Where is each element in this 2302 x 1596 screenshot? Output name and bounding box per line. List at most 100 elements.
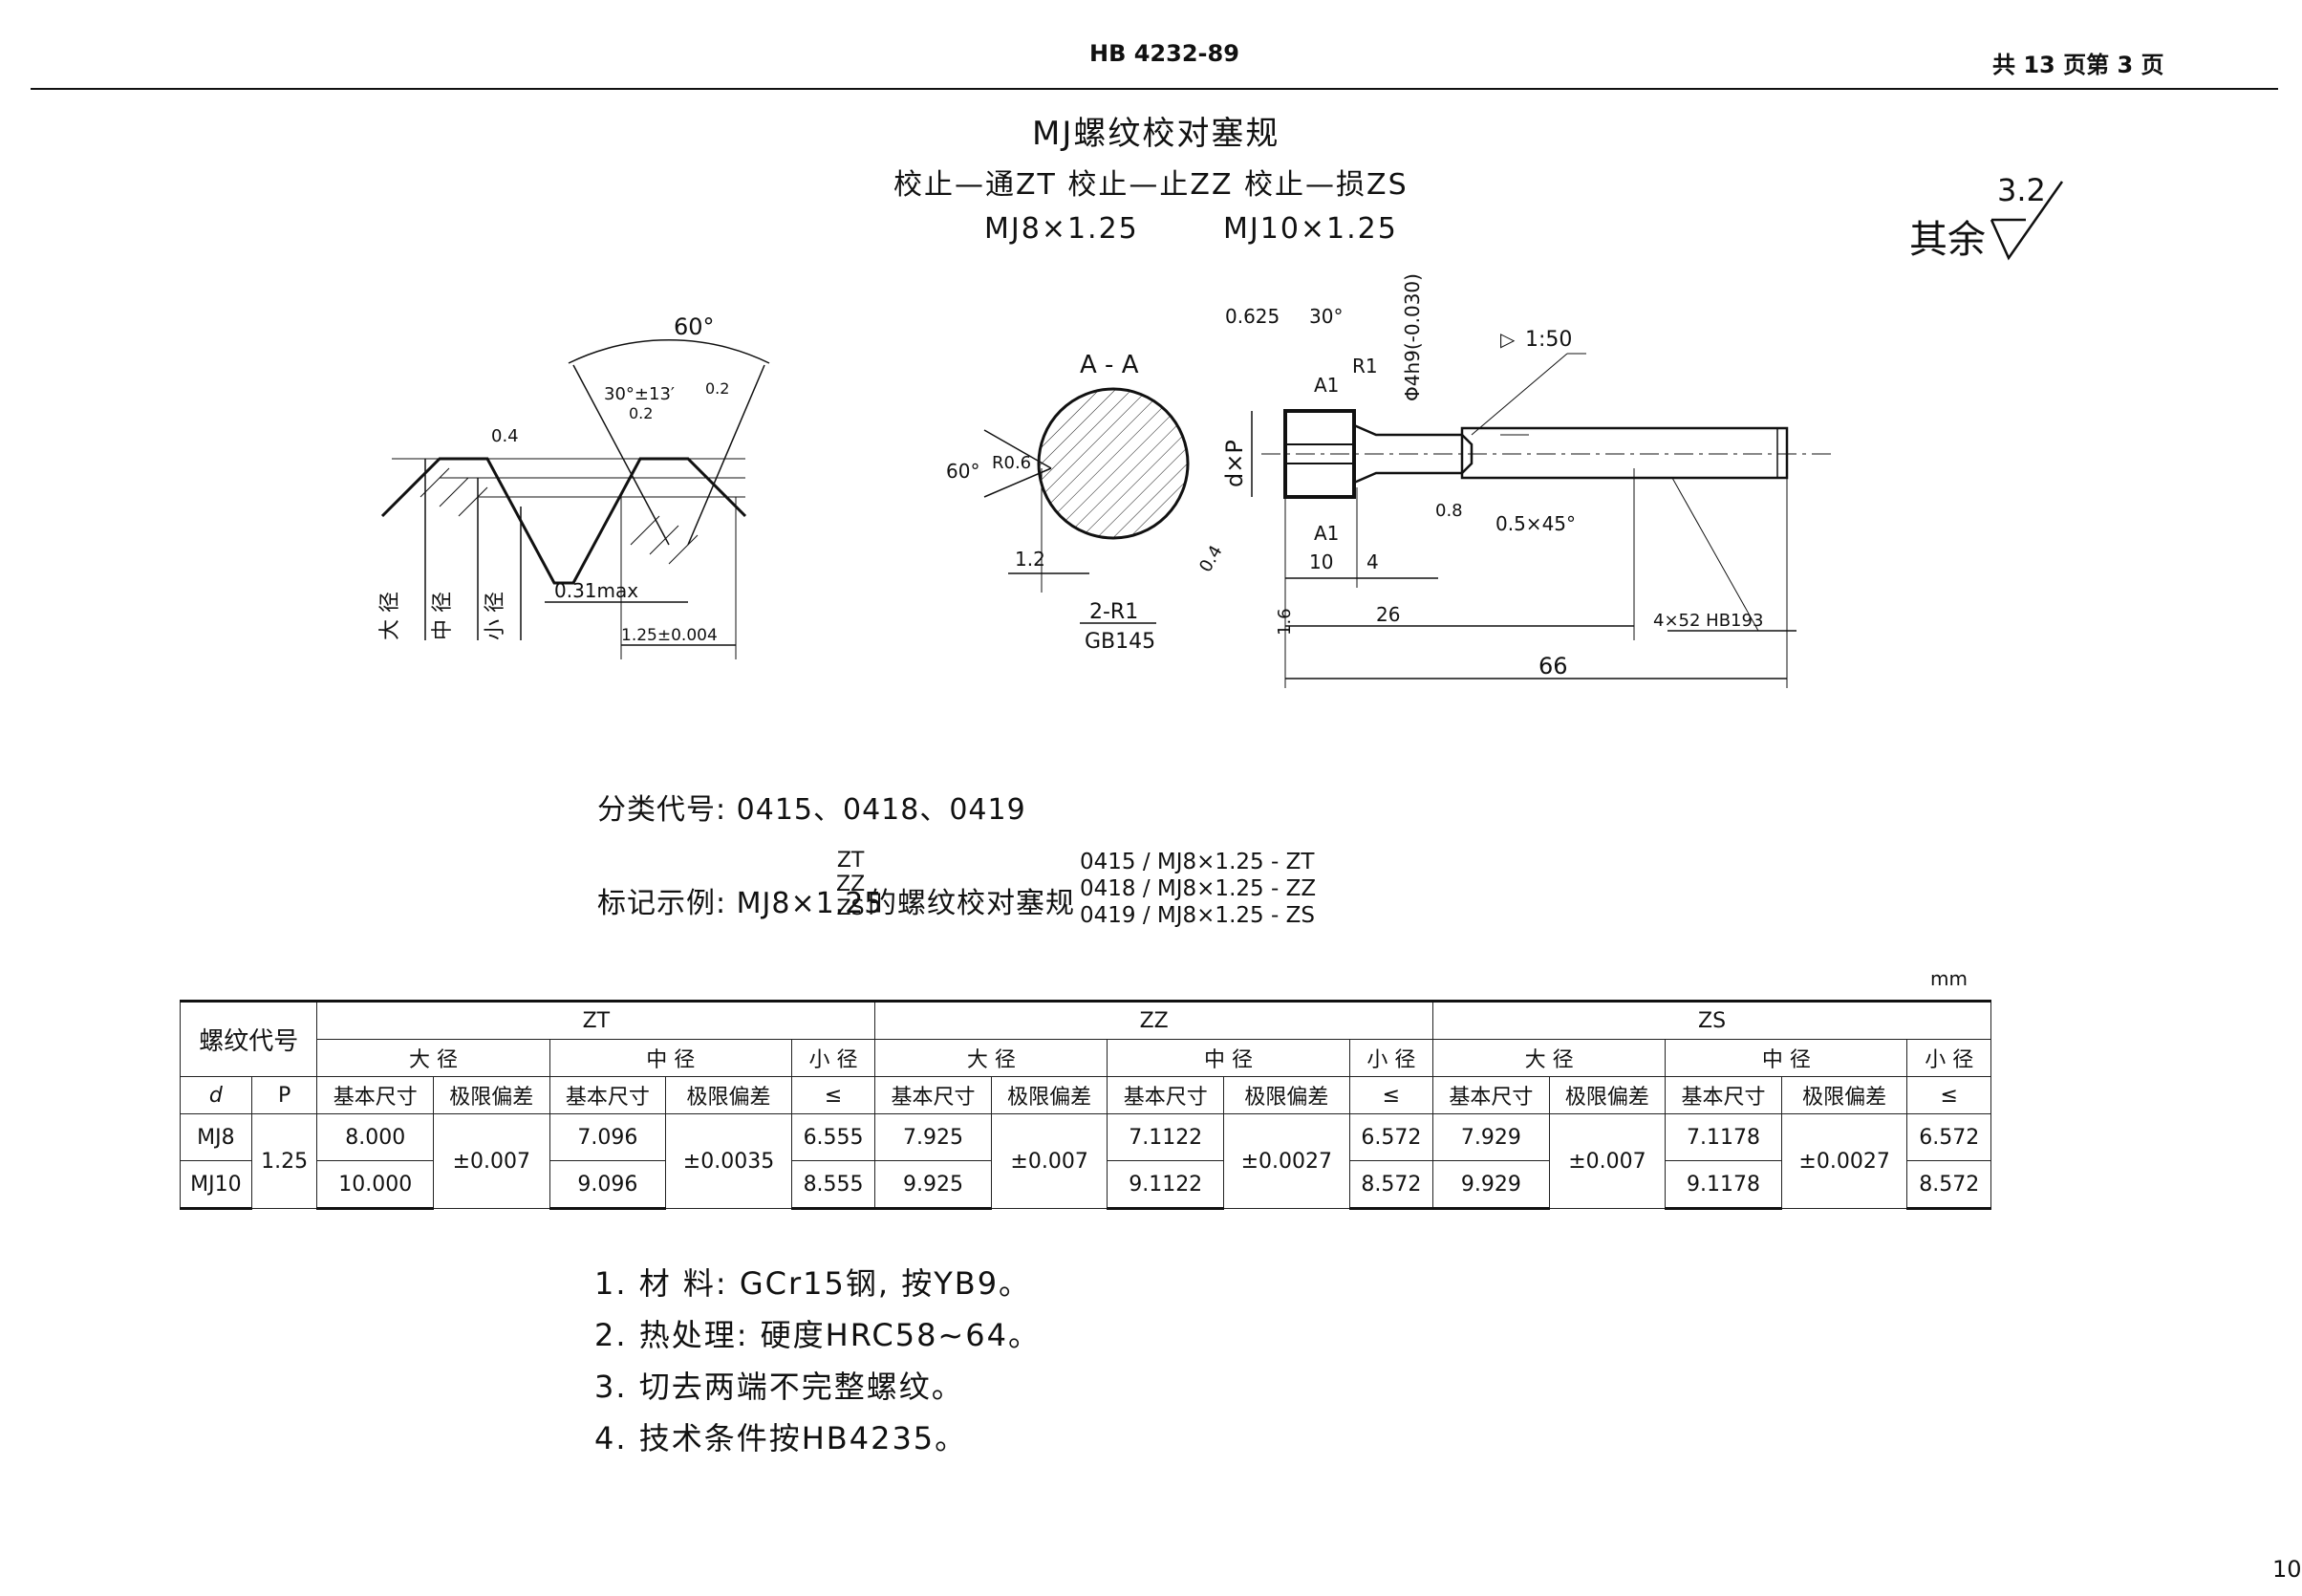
table-cell: 8.555 xyxy=(790,1160,876,1210)
table-cell: 7.929 xyxy=(1432,1113,1550,1161)
plug-d10: 10 xyxy=(1309,550,1333,573)
profile-ra-1: 0.2 xyxy=(629,404,653,422)
header-rule xyxy=(31,88,2278,90)
table-cell: MJ8 xyxy=(180,1113,252,1161)
roughness-symbol-icon xyxy=(1990,181,2064,261)
table-row: MJ8 1.25 8.000±0.007 7.096±0.0035 6.555 … xyxy=(180,1113,1991,1209)
table-cell: 6.555 xyxy=(790,1113,876,1161)
table-cell: 基本尺寸 xyxy=(316,1076,435,1114)
marking-label: 标记示例: MJ8×1.25 xyxy=(597,887,884,920)
table-cell: ±0.007 xyxy=(990,1113,1108,1209)
th-group-zt: ZT xyxy=(316,1000,876,1040)
profile-pitch: 1.25±0.004 xyxy=(621,626,718,645)
note-2: 2. 热处理: 硬度HRC58~64。 xyxy=(594,1317,1041,1353)
table-cell: 基本尺寸 xyxy=(1665,1076,1782,1114)
profile-ra-2: 0.2 xyxy=(705,379,729,398)
table-cell: 7.1122 xyxy=(1107,1113,1224,1161)
th-thread-code: 螺纹代号 xyxy=(179,1000,318,1077)
page-title: MJ螺纹校对塞规 xyxy=(1032,115,1280,153)
section-label: A - A xyxy=(1080,351,1139,379)
table-unit: mm xyxy=(1930,967,1968,990)
page-corner: 10 xyxy=(2272,1556,2302,1583)
table-cell: 大 径 xyxy=(874,1039,1108,1077)
table-cell: 7.096 xyxy=(549,1113,667,1161)
label-pitch-dia: 中 径 xyxy=(431,592,455,640)
table-cell: 中 径 xyxy=(549,1039,792,1077)
plug-ra-08: 0.8 xyxy=(1435,501,1463,521)
table-cell: ≤ xyxy=(790,1076,876,1114)
section-radius: R0.6 xyxy=(992,453,1031,473)
table-cell: 7.925 xyxy=(874,1113,992,1161)
table-cell: ≤ xyxy=(1906,1076,1991,1114)
plug-ra04: 0.4 xyxy=(1195,542,1227,575)
plug-a1b: A1 xyxy=(1314,522,1339,545)
table-cell: 基本尺寸 xyxy=(1107,1076,1224,1114)
table-cell: 中 径 xyxy=(1107,1039,1350,1077)
label-minor-dia: 小 径 xyxy=(484,592,507,640)
table-cell: 极限偏差 xyxy=(1780,1076,1908,1114)
plug-taper: 1:50 xyxy=(1525,328,1572,352)
plug-ra16: 1.6 xyxy=(1275,608,1295,636)
table-cell: 9.1178 xyxy=(1665,1160,1782,1210)
section-angle: 60° xyxy=(946,460,979,483)
table-cell: ≤ xyxy=(1348,1076,1434,1114)
table-cell: 9.929 xyxy=(1432,1160,1550,1210)
plug-r1: R1 xyxy=(1352,355,1378,377)
plug-handle: 4×52 HB193 xyxy=(1653,611,1763,631)
table-cell: 10.000 xyxy=(316,1160,435,1210)
plug-thread: d×P xyxy=(1221,440,1248,487)
table-cell: P xyxy=(250,1076,318,1114)
table-cell: ±0.0027 xyxy=(1222,1113,1350,1209)
table-cell: 8.572 xyxy=(1906,1160,1991,1210)
table-cell: 6.572 xyxy=(1348,1113,1434,1161)
table-cell: 7.1178 xyxy=(1665,1113,1782,1161)
table-cell: 9.925 xyxy=(874,1160,992,1210)
plug-chamfer1: 0.625 xyxy=(1225,305,1280,328)
note-1: 1. 材 料: GCr15钢, 按YB9。 xyxy=(594,1265,1032,1302)
plug-d26: 26 xyxy=(1376,603,1400,626)
classification: 分类代号: 0415、0418、0419 xyxy=(597,793,1026,827)
spec-table: 螺纹代号 ZT ZZ ZS 大 径中 径小 径 大 径中 径小 径 大 径中 径… xyxy=(179,1000,1991,1210)
table-cell: 中 径 xyxy=(1665,1039,1908,1077)
plug-d4: 4 xyxy=(1366,550,1379,573)
roughness-value: 3.2 xyxy=(1997,172,2046,208)
section-dim: 1.2 xyxy=(1015,548,1045,571)
profile-angle: 60° xyxy=(674,313,715,340)
plug-shank: Φ4h9(-0.030) xyxy=(1401,273,1424,401)
plug-chamfer-angle: 30° xyxy=(1309,305,1343,328)
table-cell: d xyxy=(180,1076,252,1114)
table-cell: 小 径 xyxy=(1906,1039,1991,1077)
table-cell: 极限偏差 xyxy=(1548,1076,1667,1114)
table-cell: 大 径 xyxy=(1432,1039,1667,1077)
page-info: 共 13 页第 3 页 xyxy=(1992,52,2164,78)
table-cell: 6.572 xyxy=(1906,1113,1991,1161)
table-cell: 小 径 xyxy=(790,1039,876,1077)
note-4: 4. 技术条件按HB4235。 xyxy=(594,1420,968,1456)
th-group-zz: ZZ xyxy=(874,1000,1434,1040)
section-cs: 2-R1 xyxy=(1089,600,1138,624)
size-1: MJ8×1.25 xyxy=(984,212,1139,246)
thread-profile-drawing: 60° 30°±13′ 0.2 0.2 0.4 0.31max 1.25±0.0… xyxy=(378,313,770,659)
table-cell: ±0.007 xyxy=(1548,1113,1667,1209)
table-cell: 基本尺寸 xyxy=(1432,1076,1550,1114)
section-std: GB145 xyxy=(1085,630,1155,650)
table-cell: 8.000 xyxy=(316,1113,435,1161)
plug-chamfer2: 0.5×45° xyxy=(1495,512,1576,535)
table-cell: 极限偏差 xyxy=(990,1076,1108,1114)
table-cell: ±0.007 xyxy=(433,1113,550,1209)
gauge-types: 校止—通ZT 校止—止ZZ 校止—损ZS xyxy=(893,168,1409,202)
table-cell: ±0.0035 xyxy=(665,1113,792,1209)
table-cell: 9.1122 xyxy=(1107,1160,1224,1210)
table-cell: 极限偏差 xyxy=(433,1076,550,1114)
table-cell: 基本尺寸 xyxy=(549,1076,667,1114)
plug-taper-icon: ▷ xyxy=(1500,328,1516,351)
profile-ra-3: 0.4 xyxy=(491,426,519,446)
table-cell: 大 径 xyxy=(316,1039,550,1077)
table-cell: 极限偏差 xyxy=(665,1076,792,1114)
standard-number: HB 4232-89 xyxy=(1089,40,1239,67)
roughness-label: 其余 xyxy=(1909,218,1986,262)
profile-root: 0.31max xyxy=(554,579,638,602)
